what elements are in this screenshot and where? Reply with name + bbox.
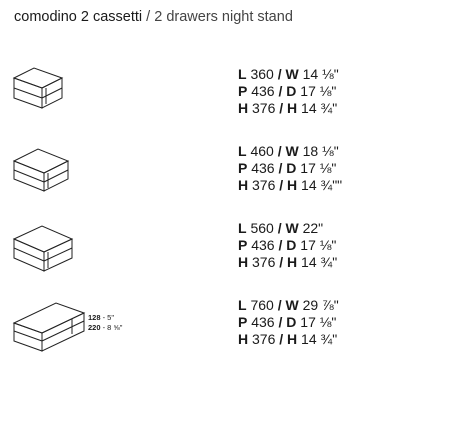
dim-row-depth: P 436 / D 17 ⅛" [238, 83, 337, 99]
page-title: comodino 2 cassetti / 2 drawers night st… [14, 9, 293, 25]
drawer-note-top: 128 - 5" [88, 313, 115, 322]
nightstand-760-drawing [12, 302, 86, 352]
dim-row-depth: P 436 / D 17 ⅛" [238, 160, 337, 176]
title-main: comodino 2 cassetti [14, 9, 143, 25]
variant-560: L 560 / W 22" P 436 / D 17 ⅛" H 376 / H … [0, 220, 454, 290]
drawer-note-bottom: 220 - 8 ⅝" [88, 323, 123, 332]
dim-row-width: L 360 / W 14 ⅛" [238, 66, 339, 82]
dim-row-depth: P 436 / D 17 ⅛" [238, 237, 337, 253]
dim-row-depth: P 436 / D 17 ⅛" [238, 314, 337, 330]
dim-row-width: L 760 / W 29 ⅞" [238, 297, 339, 313]
dimensions-760: L 760 / W 29 ⅞" P 436 / D 17 ⅛" H 376 / … [238, 297, 339, 348]
nightstand-560-drawing [12, 225, 74, 272]
variant-360: L 360 / W 14 ⅛" P 436 / D 17 ⅛" H 376 / … [0, 66, 454, 136]
dim-row-width: L 560 / W 22" [238, 220, 324, 236]
nightstand-460-drawing [12, 148, 70, 192]
dim-row-height: H 376 / H 14 ¾" [238, 254, 338, 270]
dim-row-height: H 376 / H 14 ¾"" [238, 177, 343, 193]
dimensions-360: L 360 / W 14 ⅛" P 436 / D 17 ⅛" H 376 / … [238, 66, 339, 117]
dim-row-height: H 376 / H 14 ¾" [238, 100, 338, 116]
dimensions-460: L 460 / W 18 ⅛" P 436 / D 17 ⅛" H 376 / … [238, 143, 342, 194]
dimensions-560: L 560 / W 22" P 436 / D 17 ⅛" H 376 / H … [238, 220, 337, 271]
variant-460: L 460 / W 18 ⅛" P 436 / D 17 ⅛" H 376 / … [0, 143, 454, 213]
dim-row-height: H 376 / H 14 ¾" [238, 331, 338, 347]
drawer-height-notes: 128 - 5" 220 - 8 ⅝" [88, 313, 122, 333]
variant-760: 128 - 5" 220 - 8 ⅝" L 760 / W 29 ⅞" P 43… [0, 297, 454, 367]
title-subtitle: / 2 drawers night stand [142, 9, 293, 25]
dim-row-width: L 460 / W 18 ⅛" [238, 143, 339, 159]
nightstand-360-drawing [12, 67, 64, 109]
